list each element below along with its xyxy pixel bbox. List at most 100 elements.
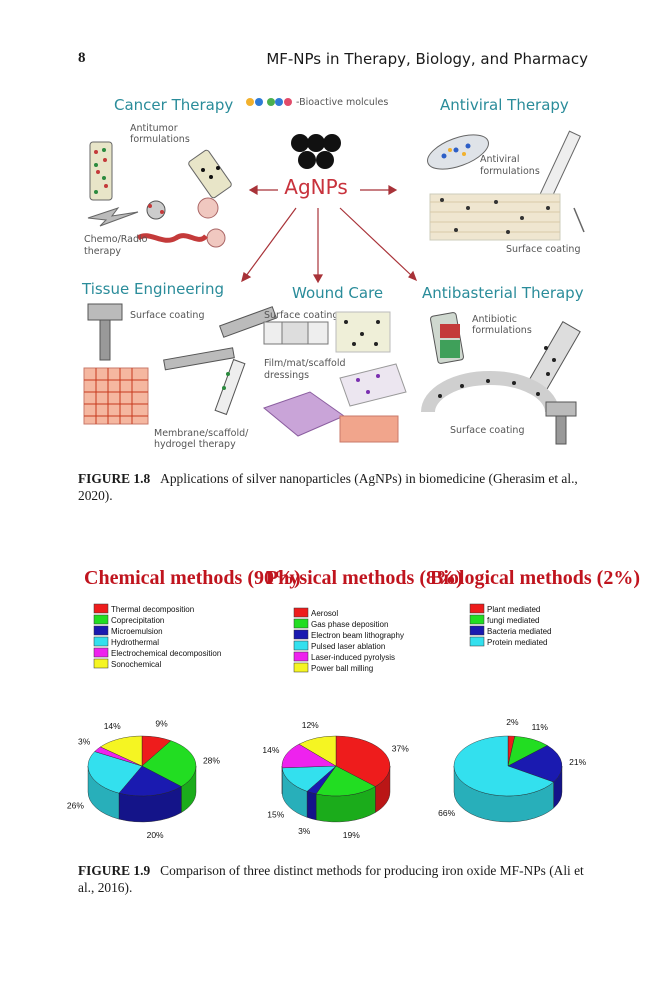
wound-illustration — [262, 311, 407, 443]
wound-care-title: Wound Care — [292, 284, 383, 302]
legend-swatch — [293, 618, 309, 629]
pie-slice-label: 66% — [438, 808, 455, 818]
antibacterial-sub-2: formulations — [472, 325, 532, 336]
figure-1-9-caption-label: FIGURE 1.9 — [78, 863, 151, 878]
antibacterial-illustration — [421, 312, 581, 445]
pie-slice-label: 14% — [262, 745, 279, 755]
legend-label: Sonochemical — [111, 660, 161, 669]
legend-label: Gas phase deposition — [311, 620, 388, 629]
agnps-label: AgNPs — [284, 175, 347, 199]
pie-slice-label: 26% — [67, 801, 84, 811]
pie-slice — [507, 745, 563, 783]
legend-label: Hydrothermal — [111, 638, 159, 647]
legend-swatch — [293, 651, 309, 662]
bioactive-label: -Bioactive molcules — [296, 97, 388, 108]
legend-swatch — [469, 625, 485, 636]
legend-swatch — [293, 629, 309, 640]
legend-label: Electrochemical decomposition — [111, 649, 221, 658]
pie-slice — [118, 765, 182, 797]
legend-swatch — [293, 607, 309, 618]
cancer-therapy-title: Cancer Therapy — [114, 96, 233, 114]
running-title: MF-NPs in Therapy, Biology, and Pharmacy — [266, 50, 588, 68]
figure-1-9-caption-text: Comparison of three distinct methods for… — [78, 863, 584, 895]
antiviral-sub-3: Surface coating — [506, 244, 580, 255]
legend-swatch — [93, 603, 109, 614]
legend-swatch — [93, 614, 109, 625]
pie-slice-label: 3% — [298, 826, 311, 836]
agnps-cluster-icon — [291, 134, 341, 169]
wound-sub-2: Film/mat/scaffold — [264, 358, 346, 369]
pie-slice-label: 28% — [203, 755, 220, 765]
pie-slice-label: 37% — [392, 744, 409, 754]
wound-sub-3: dressings — [264, 370, 309, 381]
pie-slice-label: 19% — [343, 830, 360, 840]
application-arrows — [241, 184, 418, 284]
legend-label: Power ball milling — [311, 664, 373, 673]
wound-sub-1: Surface coating — [264, 310, 338, 321]
pie-slice — [99, 735, 143, 767]
legend-swatch — [293, 640, 309, 651]
antibacterial-sub-1: Antibiotic — [472, 314, 517, 325]
antiviral-illustration — [427, 130, 585, 241]
chart-title-2: Biological methods (2%) — [430, 567, 640, 589]
pie-slice — [315, 765, 376, 797]
tissue-sub-2: Membrane/scaffold/ — [154, 428, 249, 439]
legend-swatch — [93, 658, 109, 669]
cancer-sub-3: Chemo/Radio — [84, 234, 148, 245]
legend-label: Pulsed laser ablation — [311, 642, 385, 651]
pie-slice-label: 15% — [267, 809, 284, 819]
legend-swatch — [93, 636, 109, 647]
legend-label: Laser-induced pyrolysis — [311, 653, 395, 662]
cancer-illustration — [87, 141, 232, 248]
pie-slice-label: 2% — [506, 717, 519, 727]
pie-slice-label: 14% — [104, 721, 121, 731]
legend-swatch — [293, 662, 309, 673]
pie-slice — [298, 735, 337, 767]
legend-swatch — [469, 603, 485, 614]
tissue-sub-1: Surface coating — [130, 310, 204, 321]
legend-swatch — [469, 614, 485, 625]
legend-label: fungi mediated — [487, 616, 539, 625]
legend-label: Thermal decomposition — [111, 605, 194, 614]
page-number: 8 — [78, 50, 86, 66]
legend-label: Electron beam lithography — [311, 631, 404, 640]
tissue-illustration — [83, 303, 278, 425]
bioactive-molecules-icon — [246, 98, 292, 106]
legend-label: Coprecipitation — [111, 616, 164, 625]
cancer-sub-1: Antitumor — [130, 123, 178, 134]
pie-slice-label: 20% — [147, 830, 164, 840]
pie-slice-side — [306, 791, 317, 821]
chart-title-1: Physical methods (8%) — [266, 567, 463, 589]
antiviral-therapy-title: Antiviral Therapy — [440, 96, 569, 114]
pie-slice-label: 12% — [302, 720, 319, 730]
pie-slice-label: 11% — [532, 722, 549, 732]
tissue-sub-3: hydrogel therapy — [154, 439, 236, 450]
legend-label: Bacteria mediated — [487, 627, 551, 636]
figure-1-8-illustration: AgNPs -Bioactive molcules Cancer Therapy… — [81, 96, 585, 450]
figure-1-9-charts: Chemical methods (90%) Thermal decomposit… — [67, 567, 640, 840]
cancer-sub-2: formulations — [130, 134, 190, 145]
pie-slice-label: 9% — [155, 719, 168, 729]
legend-swatch — [93, 625, 109, 636]
legend-label: Microemulsion — [111, 627, 163, 636]
chart-title-0: Chemical methods (90%) — [84, 567, 301, 589]
antiviral-sub-2: formulations — [480, 166, 540, 177]
legend-label: Aerosol — [311, 609, 338, 618]
legend-swatch — [469, 636, 485, 647]
legend-label: Plant mediated — [487, 605, 540, 614]
pie-slice — [281, 765, 337, 792]
pie-slice-label: 3% — [78, 736, 91, 746]
tissue-engineering-title: Tissue Engineering — [81, 280, 224, 298]
legend-swatch — [93, 647, 109, 658]
pie-slice — [335, 735, 391, 787]
legend-label: Protein mediated — [487, 638, 547, 647]
cancer-sub-4: therapy — [84, 246, 121, 257]
pie-slice-label: 21% — [569, 757, 586, 767]
antibacterial-sub-3: Surface coating — [450, 425, 524, 436]
antiviral-sub-1: Antiviral — [480, 154, 520, 165]
pie-slice — [141, 740, 197, 787]
figure-1-8-caption-label: FIGURE 1.8 — [78, 471, 151, 486]
figure-1-8-caption-text: Applications of silver nanoparticles (Ag… — [78, 471, 578, 503]
